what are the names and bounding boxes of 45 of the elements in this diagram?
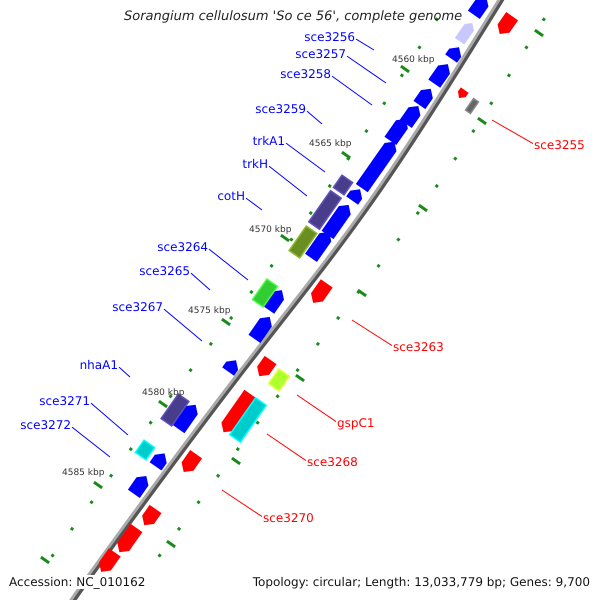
position-label: 4575 kbp bbox=[188, 306, 230, 316]
position-label: 4570 kbp bbox=[249, 225, 292, 235]
leader-line bbox=[346, 56, 386, 84]
gene-label: sce3259 bbox=[255, 102, 306, 116]
gene-label: nhaA1 bbox=[80, 358, 118, 372]
leader-line bbox=[90, 402, 128, 436]
position-label: 4585 kbp bbox=[62, 468, 104, 478]
leader-line bbox=[72, 426, 110, 458]
gene-label: sce3268 bbox=[307, 455, 358, 469]
leader-line bbox=[296, 394, 336, 422]
genome-summary-text: Topology: circular; Length: 13,033,779 bp; Genes: 9,700 bbox=[252, 575, 590, 589]
gene-label: sce3255 bbox=[534, 138, 585, 152]
gene-label: cotH bbox=[217, 189, 245, 203]
gene-label: sce3270 bbox=[263, 511, 314, 525]
leader-line bbox=[332, 76, 372, 106]
leader-line bbox=[286, 142, 326, 172]
gene-label: sce3267 bbox=[112, 300, 163, 314]
position-label: 4565 kbp bbox=[309, 139, 352, 149]
leader-line bbox=[246, 198, 262, 210]
gene-label: sce3256 bbox=[304, 30, 355, 44]
gene-label: sce3271 bbox=[39, 394, 90, 408]
leader-line bbox=[118, 366, 130, 378]
gene-label: sce3257 bbox=[295, 47, 346, 61]
gene-label: sce3263 bbox=[393, 340, 444, 354]
gene-label: sce3264 bbox=[157, 240, 208, 254]
leader-line bbox=[190, 272, 210, 290]
gene-label: gspC1 bbox=[337, 416, 374, 430]
leader-line bbox=[356, 38, 374, 50]
leader-line bbox=[492, 120, 534, 144]
leader-line bbox=[208, 248, 248, 280]
gene-label: trkA1 bbox=[252, 134, 285, 148]
position-label: 4580 kbp bbox=[142, 388, 184, 398]
gene-label: sce3272 bbox=[20, 418, 71, 432]
accession-text: Accession: NC_010162 bbox=[9, 575, 146, 589]
leader-line bbox=[306, 110, 322, 124]
map-title: Sorangium cellulosum 'So ce 56', complete genome bbox=[124, 9, 462, 24]
leader-line bbox=[266, 434, 306, 462]
leader-line bbox=[222, 490, 262, 518]
gene-label: sce3265 bbox=[139, 264, 190, 278]
gene-label: sce3258 bbox=[280, 67, 331, 81]
leader-line bbox=[352, 320, 392, 346]
gene-label: trkH bbox=[242, 157, 268, 171]
position-label: 4560 kbp bbox=[392, 55, 434, 65]
leader-line bbox=[164, 308, 202, 342]
leader-line bbox=[268, 166, 308, 196]
